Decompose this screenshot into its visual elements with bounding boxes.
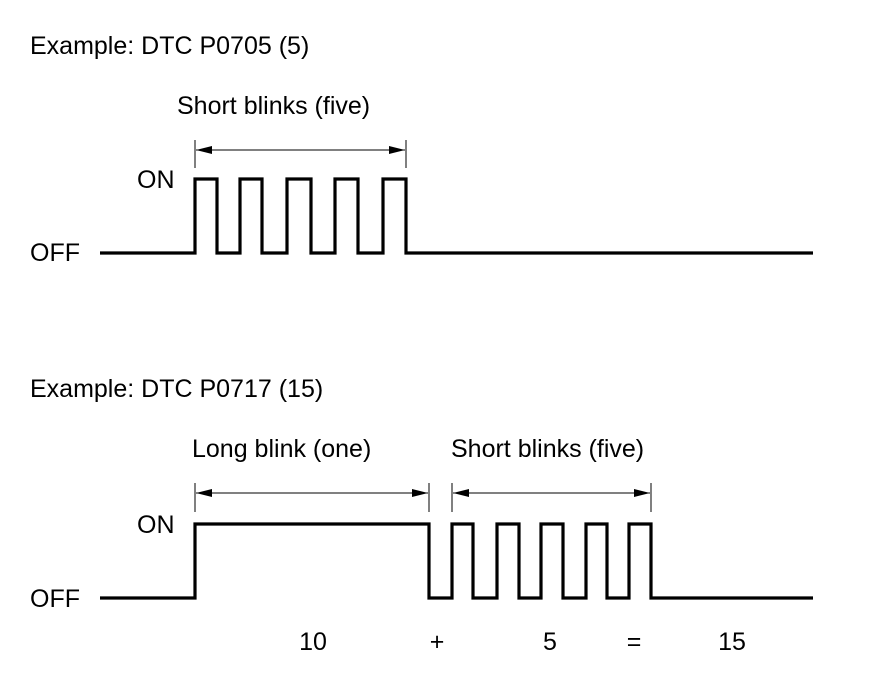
long-blink-label: Long blink (one) — [192, 435, 371, 463]
example-p0705-title: Example: DTC P0705 (5) — [30, 32, 309, 60]
short-blinks-span-marker-2 — [451, 483, 652, 512]
long-blink-value: 10 — [299, 628, 327, 656]
plus-sign: + — [430, 628, 445, 656]
short-blinks-label: Short blinks (five) — [177, 92, 370, 120]
equals-sign: = — [627, 628, 642, 656]
on-level-label: ON — [137, 166, 175, 194]
short-blinks-label-2: Short blinks (five) — [451, 435, 644, 463]
example-p0717-title: Example: DTC P0717 (15) — [30, 375, 323, 403]
short-blinks-span-marker — [194, 140, 407, 168]
blink-waveform-p0705 — [100, 177, 813, 255]
blink-count-sum: 10 + 5 = 15 — [299, 628, 746, 656]
off-level-label: OFF — [30, 239, 80, 267]
off-level-label-2: OFF — [30, 585, 80, 613]
example-p0705: Example: DTC P0705 (5) Short blinks (fiv… — [30, 32, 813, 267]
example-p0717: Example: DTC P0717 (15) Long blink (one)… — [30, 375, 813, 656]
on-level-label-2: ON — [137, 511, 175, 539]
long-blink-span-marker — [194, 483, 430, 512]
short-blinks-value: 5 — [543, 628, 557, 656]
blink-waveform-p0717 — [100, 522, 813, 600]
dtc-total-value: 15 — [718, 628, 746, 656]
